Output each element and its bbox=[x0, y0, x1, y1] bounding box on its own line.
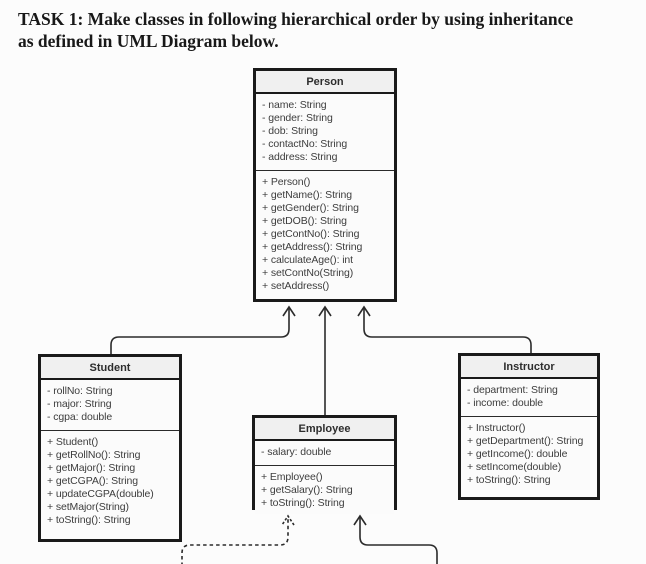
uml-method: + Employee() bbox=[261, 471, 323, 483]
uml-method: + getContNo(): String bbox=[262, 228, 360, 240]
class-methods-person: + Person()+ getName(): String+ getGender… bbox=[256, 171, 394, 299]
class-name-student: Student bbox=[41, 357, 179, 380]
uml-method: + updateCGPA(double) bbox=[47, 488, 154, 500]
uml-method: + getMajor(): String bbox=[47, 462, 136, 474]
class-attributes-employee: - salary: double bbox=[255, 441, 394, 466]
inheritance-arrow-student-to-person bbox=[110, 305, 296, 354]
uml-attribute: - address: String bbox=[262, 151, 338, 163]
class-attributes-instructor: - department: String- income: double bbox=[461, 379, 597, 417]
uml-method: + Instructor() bbox=[467, 422, 526, 434]
uml-method: + getCGPA(): String bbox=[47, 475, 138, 487]
uml-method: + Student() bbox=[47, 436, 99, 448]
uml-attribute: - cgpa: double bbox=[47, 411, 113, 423]
task-heading: TASK 1: Make classes in following hierar… bbox=[18, 8, 628, 52]
uml-method: + setMajor(String) bbox=[47, 501, 129, 513]
uml-method: + getName(): String bbox=[262, 189, 353, 201]
inheritance-arrow-instructor-to-person bbox=[357, 305, 532, 353]
class-methods-employee: + Employee()+ getSalary(): String+ toStr… bbox=[255, 466, 394, 514]
class-name-person: Person bbox=[256, 71, 394, 94]
class-methods-instructor: + Instructor()+ getDepartment(): String+… bbox=[461, 417, 597, 497]
uml-method: + getSalary(): String bbox=[261, 484, 353, 496]
uml-method: + getDepartment(): String bbox=[467, 435, 584, 447]
uml-method: + getRollNo(): String bbox=[47, 449, 141, 461]
uml-attribute: - major: String bbox=[47, 398, 112, 410]
uml-method: + Person() bbox=[262, 176, 311, 188]
uml-attribute: - income: double bbox=[467, 397, 544, 409]
inheritance-arrow-solid-to-employee bbox=[353, 514, 438, 564]
uml-method: + getIncome(): double bbox=[467, 448, 568, 460]
uml-method: + getDOB(): String bbox=[262, 215, 347, 227]
class-box-employee: Employee - salary: double + Employee()+ … bbox=[252, 415, 397, 514]
uml-method: + setContNo(String) bbox=[262, 267, 354, 279]
uml-attribute: - name: String bbox=[262, 99, 327, 111]
uml-method: + getGender(): String bbox=[262, 202, 359, 214]
uml-method: + calculateAge(): int bbox=[262, 254, 353, 266]
class-box-student: Student - rollNo: String- major: String-… bbox=[38, 354, 182, 542]
task-heading-line2: as defined in UML Diagram below. bbox=[18, 31, 279, 51]
class-box-instructor: Instructor - department: String- income:… bbox=[458, 353, 600, 500]
class-box-person: Person - name: String- gender: String- d… bbox=[253, 68, 397, 302]
uml-method: + toString(): String bbox=[261, 497, 345, 509]
inheritance-arrow-dashed-to-employee bbox=[181, 516, 288, 564]
uml-method: + toString(): String bbox=[47, 514, 131, 526]
class-methods-student: + Student()+ getRollNo(): String+ getMaj… bbox=[41, 431, 179, 539]
uml-attribute: - dob: String bbox=[262, 125, 318, 137]
uml-method: + setAddress() bbox=[262, 280, 330, 292]
class-name-employee: Employee bbox=[255, 418, 394, 441]
class-name-instructor: Instructor bbox=[461, 356, 597, 379]
uml-attribute: - salary: double bbox=[261, 446, 332, 458]
uml-attribute: - department: String bbox=[467, 384, 558, 396]
task-heading-line1: TASK 1: Make classes in following hierar… bbox=[18, 9, 574, 29]
uml-method: + getAddress(): String bbox=[262, 241, 363, 253]
class-attributes-student: - rollNo: String- major: String- cgpa: d… bbox=[41, 380, 179, 431]
uml-attribute: - gender: String bbox=[262, 112, 333, 124]
uml-method: + toString(): String bbox=[467, 474, 551, 486]
uml-attribute: - contactNo: String bbox=[262, 138, 348, 150]
uml-attribute: - rollNo: String bbox=[47, 385, 113, 397]
class-attributes-person: - name: String- gender: String- dob: Str… bbox=[256, 94, 394, 171]
uml-method: + setIncome(double) bbox=[467, 461, 562, 473]
